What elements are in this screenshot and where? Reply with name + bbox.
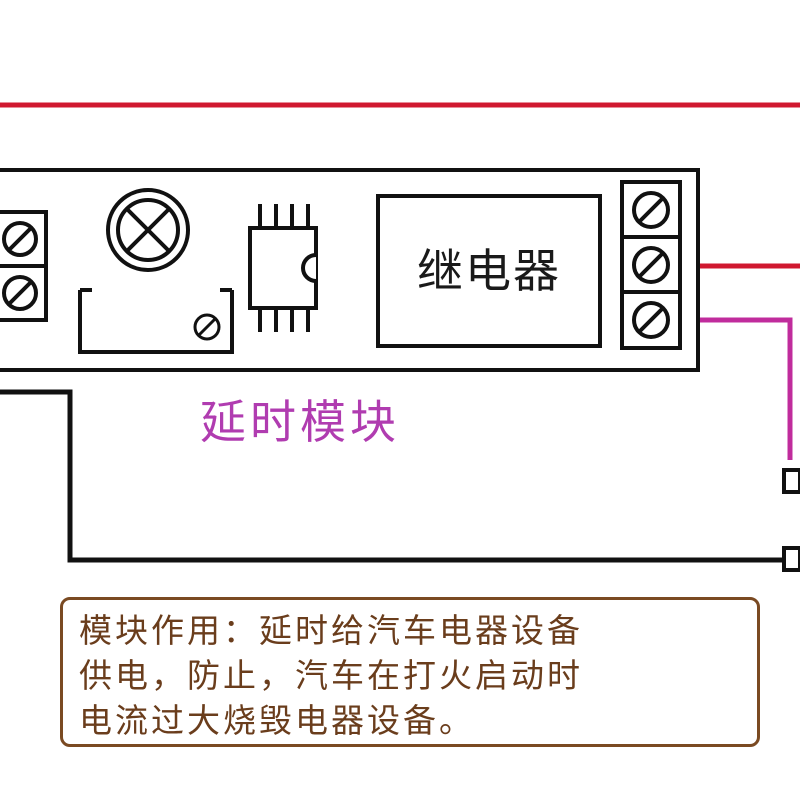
module-label: 延时模块 [200,395,400,449]
relay-label: 继电器 [417,244,561,298]
note-box: 模块作用：延时给汽车电器设备 供电，防止，汽车在打火启动时 电流过大烧毁电器设备… [60,597,760,747]
note-line: 供电，防止，汽车在打火启动时 [79,656,583,695]
note-line: 电流过大烧毁电器设备。 [79,701,475,740]
right-terminal-upper [782,468,800,494]
black-wire [0,389,790,563]
relay-terminal-block [620,180,682,350]
indicator-lamp-icon [106,188,190,272]
right-terminal-lower [782,546,800,572]
magenta-wire [680,317,793,460]
note-line: 模块作用：延时给汽车电器设备 [79,611,583,650]
left-terminal-block [0,210,48,322]
relay-box [376,194,602,348]
potentiometer-icon [78,288,234,354]
ic-chip-icon [248,204,318,332]
